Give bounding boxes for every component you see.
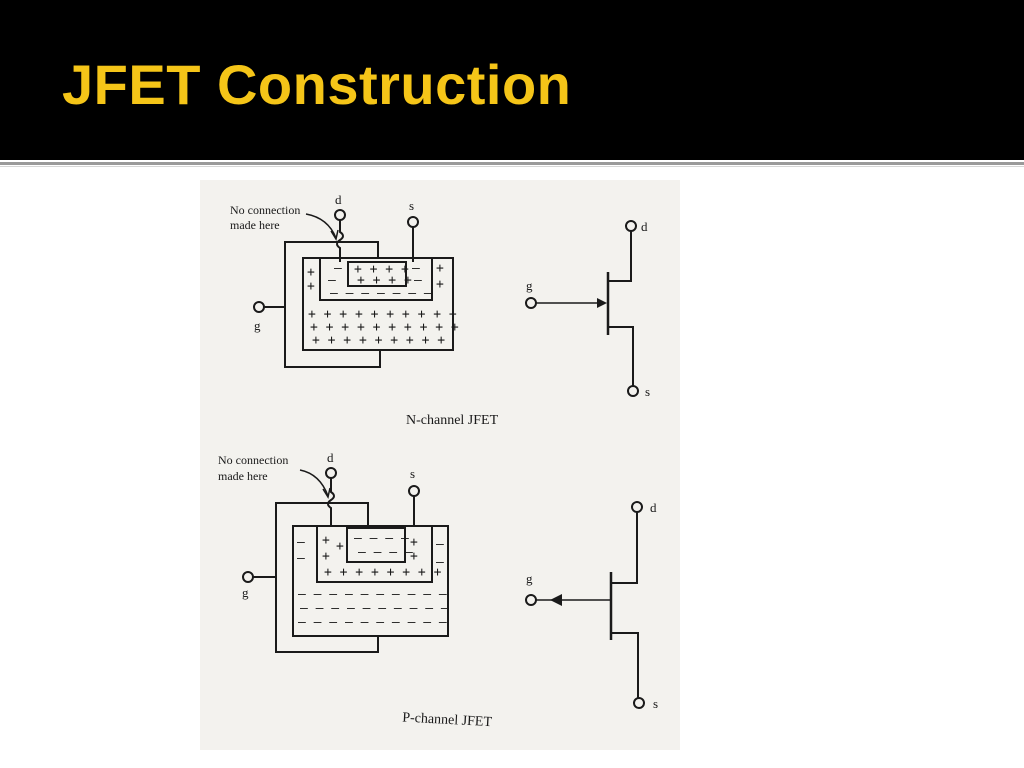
n-channel-construction	[253, 209, 454, 368]
n-channel-minus-charges: –	[412, 261, 420, 276]
n-channel-annotation-line2: made here	[230, 218, 280, 232]
p-symbol-drain-lead	[612, 512, 638, 584]
p-channel-minus-charges: –	[297, 535, 305, 550]
n-channel-minus-charges: – – – – – – –	[330, 286, 432, 301]
n-channel-plus-charges: + + + + + + + + +	[312, 333, 445, 348]
jfet-figure	[200, 180, 680, 750]
n-channel-charges: + + + + + + + + – – – – – – – – – – – + …	[307, 261, 459, 348]
p-channel-minus-charges: – – – –	[354, 531, 409, 546]
n-symbol-source-label: s	[645, 384, 650, 399]
p-channel-substrate	[292, 525, 449, 637]
n-channel-plus-charges: +	[436, 277, 444, 292]
title-separator	[0, 162, 1024, 165]
n-channel-channel	[319, 258, 433, 301]
p-channel-plus-charges: +	[410, 535, 418, 550]
n-channel-plus-charges: + + + + + + + + + +	[310, 320, 459, 335]
n-channel-source-label: s	[409, 198, 414, 213]
n-channel-symbol	[525, 220, 639, 397]
p-channel-plus-charges: +	[322, 533, 330, 548]
n-channel-annotation-line1: No connection	[230, 203, 300, 217]
n-channel-minus-charges: –	[414, 273, 422, 288]
p-channel-annotation-line2: made here	[218, 469, 268, 483]
n-channel-drain-terminal	[334, 209, 346, 221]
p-symbol-gate-label: g	[526, 571, 533, 586]
p-channel-minus-charges: –	[436, 537, 444, 552]
p-channel-minus-charges: – – – –	[358, 545, 413, 560]
title-separator-light	[0, 166, 1024, 167]
p-channel-plus-charges: + + + + + + + +	[324, 565, 442, 580]
p-channel-minus-charges: – – – – – – – – – –	[300, 601, 449, 616]
n-channel-contact	[347, 261, 407, 287]
p-symbol-source-label: s	[653, 696, 658, 711]
p-symbol-gate-terminal	[525, 594, 537, 606]
p-channel-construction	[242, 467, 449, 653]
p-channel-minus-charges: –	[436, 555, 444, 570]
p-channel-minus-charges: –	[297, 551, 305, 566]
p-channel-annotation-arrow	[299, 469, 329, 497]
p-channel-plus-charges: +	[336, 539, 344, 554]
n-symbol-drain-label: d	[641, 219, 648, 234]
title-bar: JFET Construction	[0, 0, 1024, 160]
n-channel-source-terminal	[407, 216, 419, 228]
p-channel-minus-charges: – – – – – – – – – –	[298, 615, 447, 630]
p-channel-symbol	[525, 501, 645, 709]
p-channel-plus-charges: +	[410, 549, 418, 564]
n-channel-drain-wire	[336, 220, 344, 262]
n-channel-plus-charges: +	[436, 261, 444, 276]
n-symbol-gate-arrow	[597, 298, 607, 308]
slide-title: JFET Construction	[62, 53, 572, 116]
n-channel-plus-charges: + + + + + + + + + +	[308, 307, 457, 322]
p-channel-drain-wire	[327, 478, 335, 526]
p-symbol-source-lead	[612, 632, 639, 698]
n-symbol-source-lead	[609, 326, 634, 386]
p-channel-contact	[346, 527, 406, 563]
n-symbol-gate-label: g	[526, 278, 533, 293]
p-symbol-source-terminal	[633, 697, 645, 709]
p-symbol-drain-terminal	[631, 501, 643, 513]
n-channel-plus-charges: + + + +	[357, 273, 412, 288]
n-channel-plus-charges: +	[307, 265, 315, 280]
n-symbol-source-terminal	[627, 385, 639, 397]
p-channel-source-terminal	[408, 485, 420, 497]
n-channel-gate-loop	[284, 241, 381, 368]
p-symbol-gate-arrow	[550, 594, 562, 606]
n-channel-minus-charges: –	[328, 273, 336, 288]
n-channel-caption: N-channel JFET	[406, 413, 499, 428]
p-channel-drain-label: d	[327, 450, 334, 465]
p-channel-plus-charges: +	[322, 549, 330, 564]
n-channel-drain-label: d	[335, 192, 342, 207]
p-symbol-drain-label: d	[650, 500, 657, 515]
n-channel-minus-charges: –	[334, 261, 342, 276]
p-channel-caption: P-channel JFET	[402, 711, 493, 731]
p-channel-gate-label: g	[242, 585, 249, 600]
n-channel-plus-charges: +	[307, 279, 315, 294]
p-channel-channel	[316, 526, 433, 583]
p-channel-source-label: s	[410, 466, 415, 481]
n-channel-gate-label: g	[254, 318, 261, 333]
n-symbol-drain-terminal	[625, 220, 637, 232]
n-channel-annotation-arrow	[305, 213, 337, 239]
p-channel-charges: – – – – – – – – + + + + + + + + + + + + …	[297, 531, 449, 630]
p-channel-annotation-line1: No connection	[218, 453, 288, 467]
n-channel-gate-terminal	[253, 301, 265, 313]
p-channel-gate-terminal	[242, 571, 254, 583]
p-channel-drain-terminal	[325, 467, 337, 479]
n-channel-plus-charges: + + + +	[354, 262, 409, 277]
n-symbol-drain-lead	[609, 231, 632, 282]
p-channel-minus-charges: – – – – – – – – – –	[298, 587, 447, 602]
n-symbol-gate-terminal	[525, 297, 537, 309]
